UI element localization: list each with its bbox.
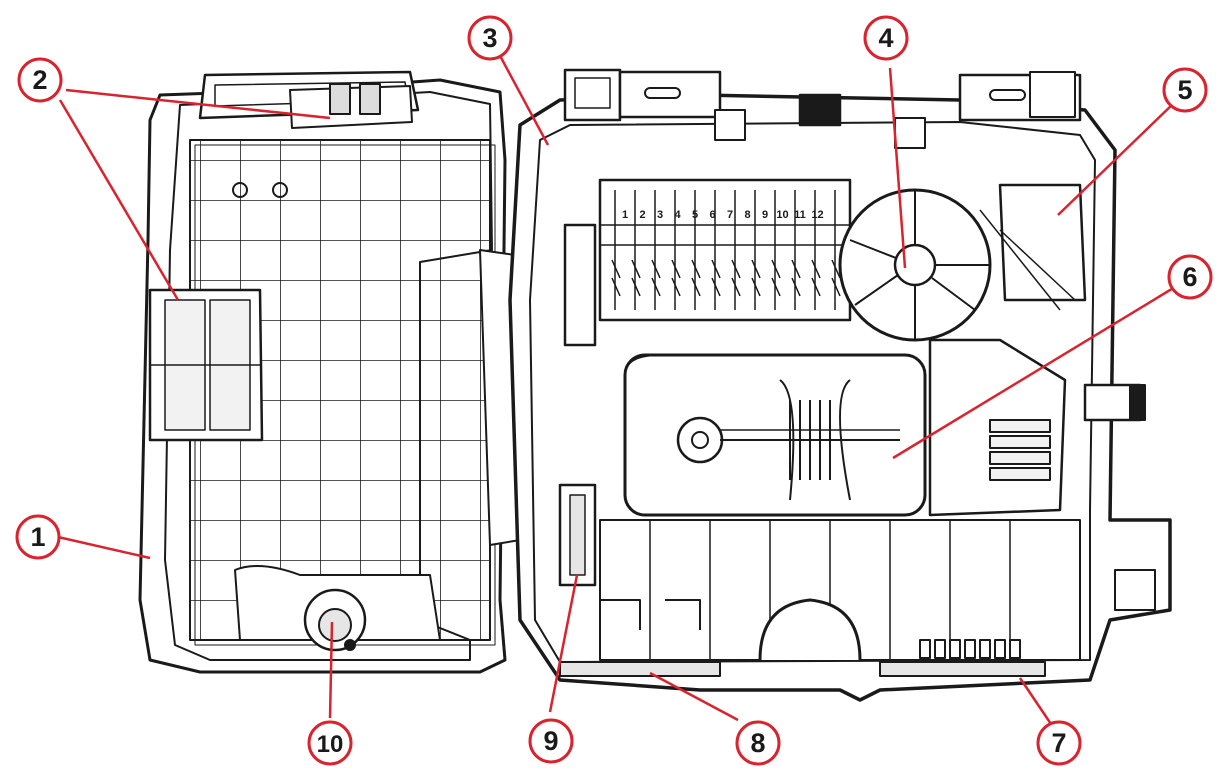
leader-line-9 xyxy=(548,574,579,713)
port-number-2: 2 xyxy=(639,209,645,221)
callout-2: 2 xyxy=(17,57,63,103)
leader-line-5 xyxy=(1057,101,1176,216)
port-number-10: 10 xyxy=(776,209,788,221)
port-number-8: 8 xyxy=(744,209,750,221)
port-number-4: 4 xyxy=(674,209,681,221)
port-number-1: 1 xyxy=(622,209,628,221)
leader-line-1 xyxy=(57,535,151,560)
callout-3: 3 xyxy=(467,15,513,61)
callout-5: 5 xyxy=(1162,67,1208,113)
callout-label-3: 3 xyxy=(482,23,497,53)
callout-label-10: 10 xyxy=(317,731,344,758)
port-number-9: 9 xyxy=(762,209,768,221)
callout-circle-3 xyxy=(467,15,513,61)
leader-line-3 xyxy=(496,51,550,146)
callout-circle-1 xyxy=(15,514,61,560)
callout-label-6: 6 xyxy=(1182,262,1197,292)
callout-4: 4 xyxy=(863,15,909,61)
leader-line-7 xyxy=(1018,677,1057,731)
callout-circle-9 xyxy=(528,718,574,764)
port-number-7: 7 xyxy=(727,209,733,221)
port-number-5: 5 xyxy=(692,209,698,221)
leader-line-10 xyxy=(328,621,334,719)
leader-line-2b xyxy=(58,99,180,301)
callout-7: 7 xyxy=(1036,720,1082,766)
leader-line-4 xyxy=(888,67,907,269)
leader-line-8 xyxy=(649,671,739,722)
callout-label-8: 8 xyxy=(750,728,765,758)
callout-circle-5 xyxy=(1162,67,1208,113)
callout-circle-4 xyxy=(863,15,909,61)
port-number-11: 11 xyxy=(794,209,806,221)
callout-label-1: 1 xyxy=(30,522,45,552)
callout-10: 10 xyxy=(307,720,353,766)
callout-9: 9 xyxy=(528,718,574,764)
callout-label-2: 2 xyxy=(32,65,47,95)
port-number-12: 12 xyxy=(811,209,823,221)
callout-label-5: 5 xyxy=(1177,75,1192,105)
callout-6: 6 xyxy=(1167,254,1213,300)
port-number-3: 3 xyxy=(657,209,663,221)
callout-1: 1 xyxy=(15,514,61,560)
callout-circle-8 xyxy=(735,720,781,766)
callout-circle-2 xyxy=(17,57,63,103)
leader-line-6 xyxy=(892,285,1176,460)
leader-line-2a xyxy=(65,88,331,120)
leader-lines xyxy=(57,51,1176,731)
enclosure-lid xyxy=(138,70,521,674)
callout-8: 8 xyxy=(735,720,781,766)
port-number-6: 6 xyxy=(709,209,715,221)
callout-circle-6 xyxy=(1167,254,1213,300)
enclosure-base xyxy=(508,68,1172,702)
callout-circle-10 xyxy=(307,720,353,766)
callout-circle-7 xyxy=(1036,720,1082,766)
callout-label-4: 4 xyxy=(878,23,893,53)
callout-label-7: 7 xyxy=(1051,728,1066,758)
callout-label-9: 9 xyxy=(543,726,558,756)
